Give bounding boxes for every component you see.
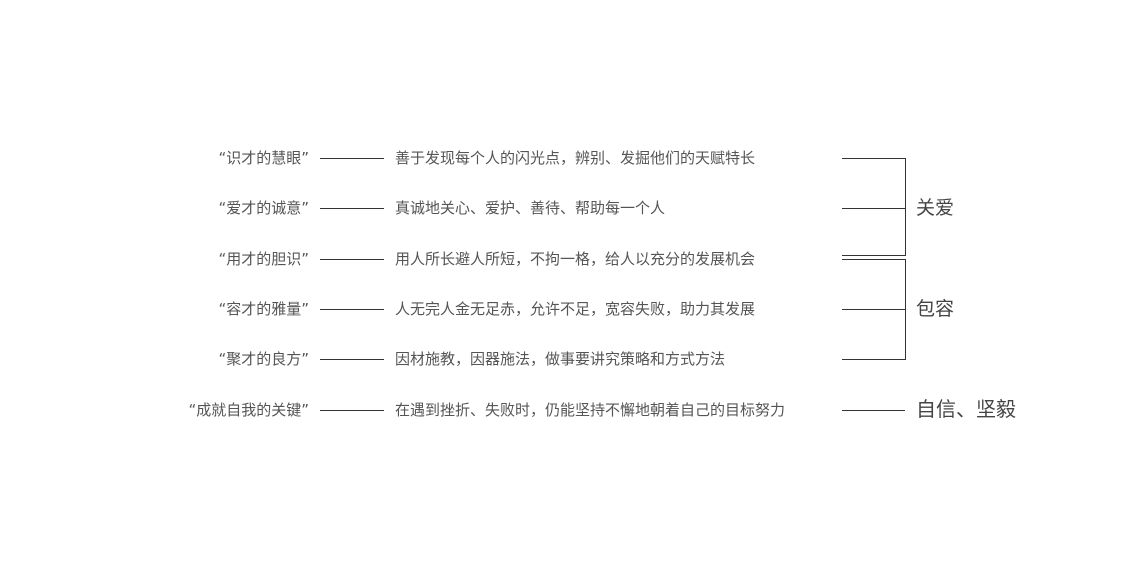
bracket-line [842, 309, 905, 310]
row-label: “用才的胆识” [218, 250, 309, 268]
bracket-line [842, 359, 905, 360]
row-label: “爱才的诚意” [218, 199, 309, 217]
connector-line [320, 259, 384, 260]
connector-line [320, 158, 384, 159]
row-description: 善于发现每个人的闪光点，辨别、发掘他们的天赋特长 [395, 149, 756, 167]
connector-line [320, 309, 384, 310]
category-confidence: 自信、坚毅 [916, 397, 1016, 421]
row-description: 用人所长避人所短，不拘一格，给人以充分的发展机会 [395, 250, 756, 268]
category-care: 关爱 [916, 197, 955, 219]
connector-line [320, 208, 384, 209]
bracket-line [842, 158, 905, 159]
bracket-line [842, 259, 905, 260]
row-label: “聚才的良方” [218, 350, 309, 368]
connector-line [842, 410, 905, 411]
row-description: 真诚地关心、爱护、善待、帮助每一个人 [395, 199, 666, 217]
row-label: “容才的雅量” [218, 300, 309, 318]
bracket-vertical [905, 259, 906, 360]
bracket-line [842, 208, 905, 209]
bracket-vertical [905, 158, 906, 256]
row-label: “识才的慧眼” [218, 149, 309, 167]
bracket-line [842, 255, 905, 256]
row-description: 因材施教，因器施法，做事要讲究策略和方式方法 [395, 350, 726, 368]
row-description: 人无完人金无足赤，允许不足，宽容失败，助力其发展 [395, 300, 756, 318]
connector-line [320, 359, 384, 360]
row-description: 在遇到挫折、失败时，仍能坚持不懈地朝着自己的目标努力 [395, 401, 786, 419]
row-label: “成就自我的关键” [188, 401, 309, 419]
connector-line [320, 410, 384, 411]
category-tolerance: 包容 [916, 298, 955, 320]
